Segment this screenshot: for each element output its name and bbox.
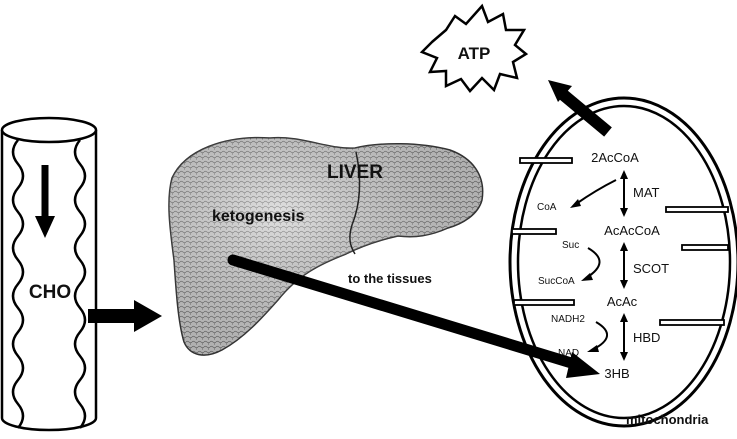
- cho-label: CHO: [29, 282, 71, 303]
- flow-arrow-head: [35, 216, 55, 238]
- vessel-top: [0, 116, 98, 144]
- liver-lobe-line: [349, 151, 361, 255]
- mitochondria-label: mitochondria: [626, 412, 709, 427]
- vessel-wall-right: [73, 139, 87, 429]
- atp-starburst: ATP: [419, 3, 529, 93]
- cofactor-succoa: SucCoA: [538, 276, 575, 287]
- arrowhead: [620, 208, 628, 217]
- arrowhead: [620, 170, 628, 179]
- arrowhead: [581, 273, 593, 281]
- metabolite-2accoa: 2AcCoA: [591, 150, 639, 165]
- cofactor-nadh2: NADH2: [551, 314, 585, 325]
- liver-shading: [168, 137, 483, 356]
- metabolite-3hb: 3HB: [604, 366, 629, 381]
- enzyme-scot: SCOT: [633, 261, 669, 276]
- crista: [681, 244, 729, 251]
- to-tissues-label: to the tissues: [348, 271, 432, 286]
- enzyme-hbd: HBD: [633, 330, 660, 345]
- crista: [519, 157, 573, 164]
- arrow-liver-to-3hb: [227, 254, 600, 378]
- crista: [665, 206, 729, 213]
- pathway: 2AcCoA AcAcCoA AcAc 3HB MAT CoA SCOT Suc…: [537, 150, 669, 381]
- ketogenesis-label: ketogenesis: [212, 208, 305, 225]
- crista: [511, 228, 557, 235]
- arrowhead: [587, 345, 599, 352]
- arrowhead: [620, 352, 628, 361]
- blood-vessel: CHO: [0, 116, 98, 432]
- cofactor-nad: NAD: [558, 348, 579, 359]
- atp-label: ATP: [458, 44, 491, 63]
- enzyme-mat: MAT: [633, 185, 660, 200]
- arrowhead: [620, 313, 628, 322]
- cofactor-suc: Suc: [562, 240, 579, 251]
- crista: [659, 319, 725, 326]
- metabolite-acac: AcAc: [607, 294, 638, 309]
- arrowhead: [620, 242, 628, 251]
- crista: [513, 299, 575, 306]
- mito-inner-membrane: [516, 104, 732, 420]
- vessel-body: [0, 130, 98, 432]
- metabolite-acaccoa: AcAcCoA: [604, 223, 660, 238]
- arrowhead: [570, 199, 581, 208]
- cofactor-coa: CoA: [537, 202, 557, 213]
- arrow-to-liver: [88, 300, 162, 332]
- liver-label: LIVER: [327, 162, 383, 183]
- vessel-wall-left: [11, 139, 25, 429]
- coa-release-arrow: [575, 179, 617, 205]
- arrow-mito-to-atp: [548, 80, 612, 137]
- arrowhead: [620, 280, 628, 289]
- atp-burst-shape: [419, 3, 529, 93]
- liver: LIVER ketogenesis: [168, 136, 484, 356]
